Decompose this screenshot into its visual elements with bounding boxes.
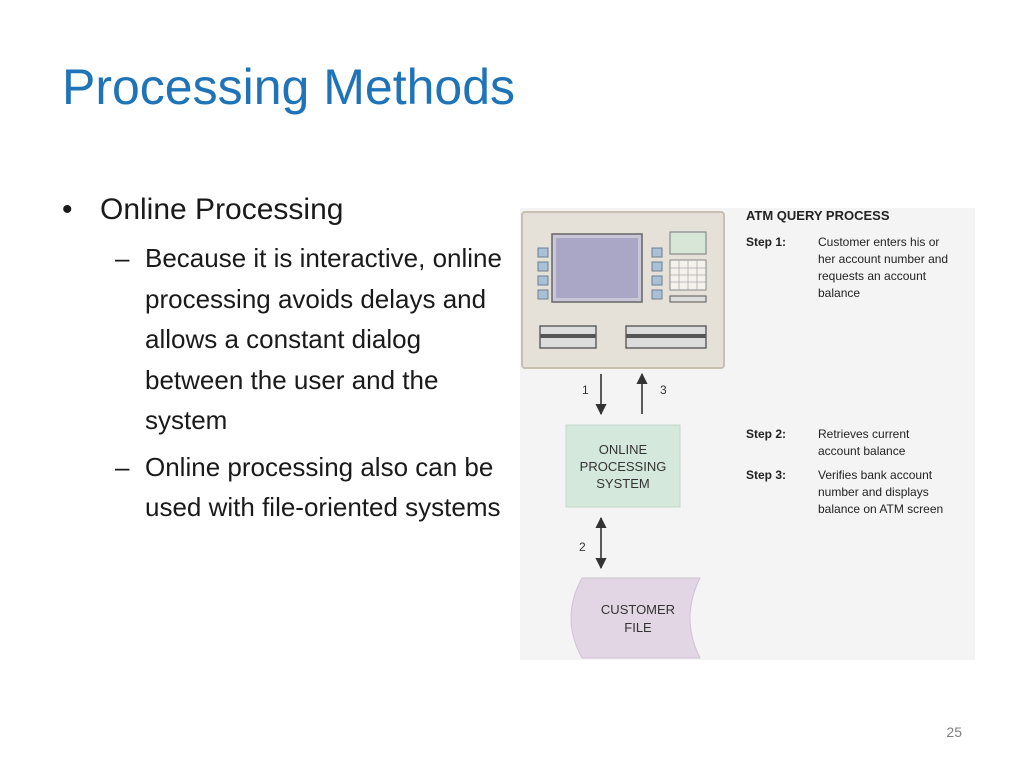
step-line: number and displays	[818, 485, 929, 499]
atm-query-figure: 1 3 ONLINE PROCESSING SYSTEM 2 CUSTOMER …	[520, 208, 975, 660]
dash-icon: –	[115, 243, 130, 273]
step-line: balance	[818, 286, 860, 300]
file-box-line: FILE	[624, 620, 652, 635]
bullet-dot-icon: •	[62, 193, 73, 226]
step-line: Customer enters his or	[818, 235, 939, 249]
file-box-line: CUSTOMER	[601, 602, 675, 617]
step-line: her account number and	[818, 252, 948, 266]
sub-bullet-file-oriented: – Online processing also can be used wit…	[62, 447, 502, 528]
atm-query-diagram: 1 3 ONLINE PROCESSING SYSTEM 2 CUSTOMER …	[521, 208, 948, 659]
page-number: 25	[946, 724, 962, 740]
step-line: Retrieves current	[818, 427, 910, 441]
step-label: Step 3:	[746, 468, 786, 482]
sub-bullet-text: Because it is interactive, online proces…	[145, 243, 502, 435]
system-box-line: ONLINE	[599, 442, 648, 457]
step-line: balance on ATM screen	[818, 502, 943, 516]
step-line: requests an account	[818, 269, 927, 283]
online-processing-system-box: ONLINE PROCESSING SYSTEM	[565, 424, 681, 508]
sub-bullet-interactive: – Because it is interactive, online proc…	[62, 238, 502, 441]
system-box-line: SYSTEM	[596, 476, 649, 491]
dash-icon: –	[115, 451, 130, 482]
step-3: Step 3: Verifies bank account number and…	[746, 468, 943, 516]
step-line: account balance	[818, 444, 906, 458]
customer-file-shape: CUSTOMER FILE	[570, 577, 701, 659]
arrow-label-1: 1	[582, 383, 589, 397]
step-2: Step 2: Retrieves current account balanc…	[746, 427, 910, 458]
diagram-heading: ATM QUERY PROCESS	[746, 208, 890, 223]
arrow-label-2: 2	[579, 540, 586, 554]
step-label: Step 2:	[746, 427, 786, 441]
bullet-text: Online Processing	[100, 193, 344, 226]
system-box-line: PROCESSING	[580, 459, 667, 474]
bullet-list: • Online Processing – Because it is inte…	[62, 192, 502, 528]
arrow-label-3: 3	[660, 383, 667, 397]
bullet-online-processing: • Online Processing	[62, 192, 502, 228]
sub-bullet-text: Online processing also can be used with …	[145, 451, 501, 523]
step-1: Step 1: Customer enters his or her accou…	[746, 235, 948, 300]
step-label: Step 1:	[746, 235, 786, 249]
slide-title: Processing Methods	[62, 59, 516, 115]
step-line: Verifies bank account	[818, 468, 933, 482]
atm-machine-icon	[521, 211, 725, 369]
